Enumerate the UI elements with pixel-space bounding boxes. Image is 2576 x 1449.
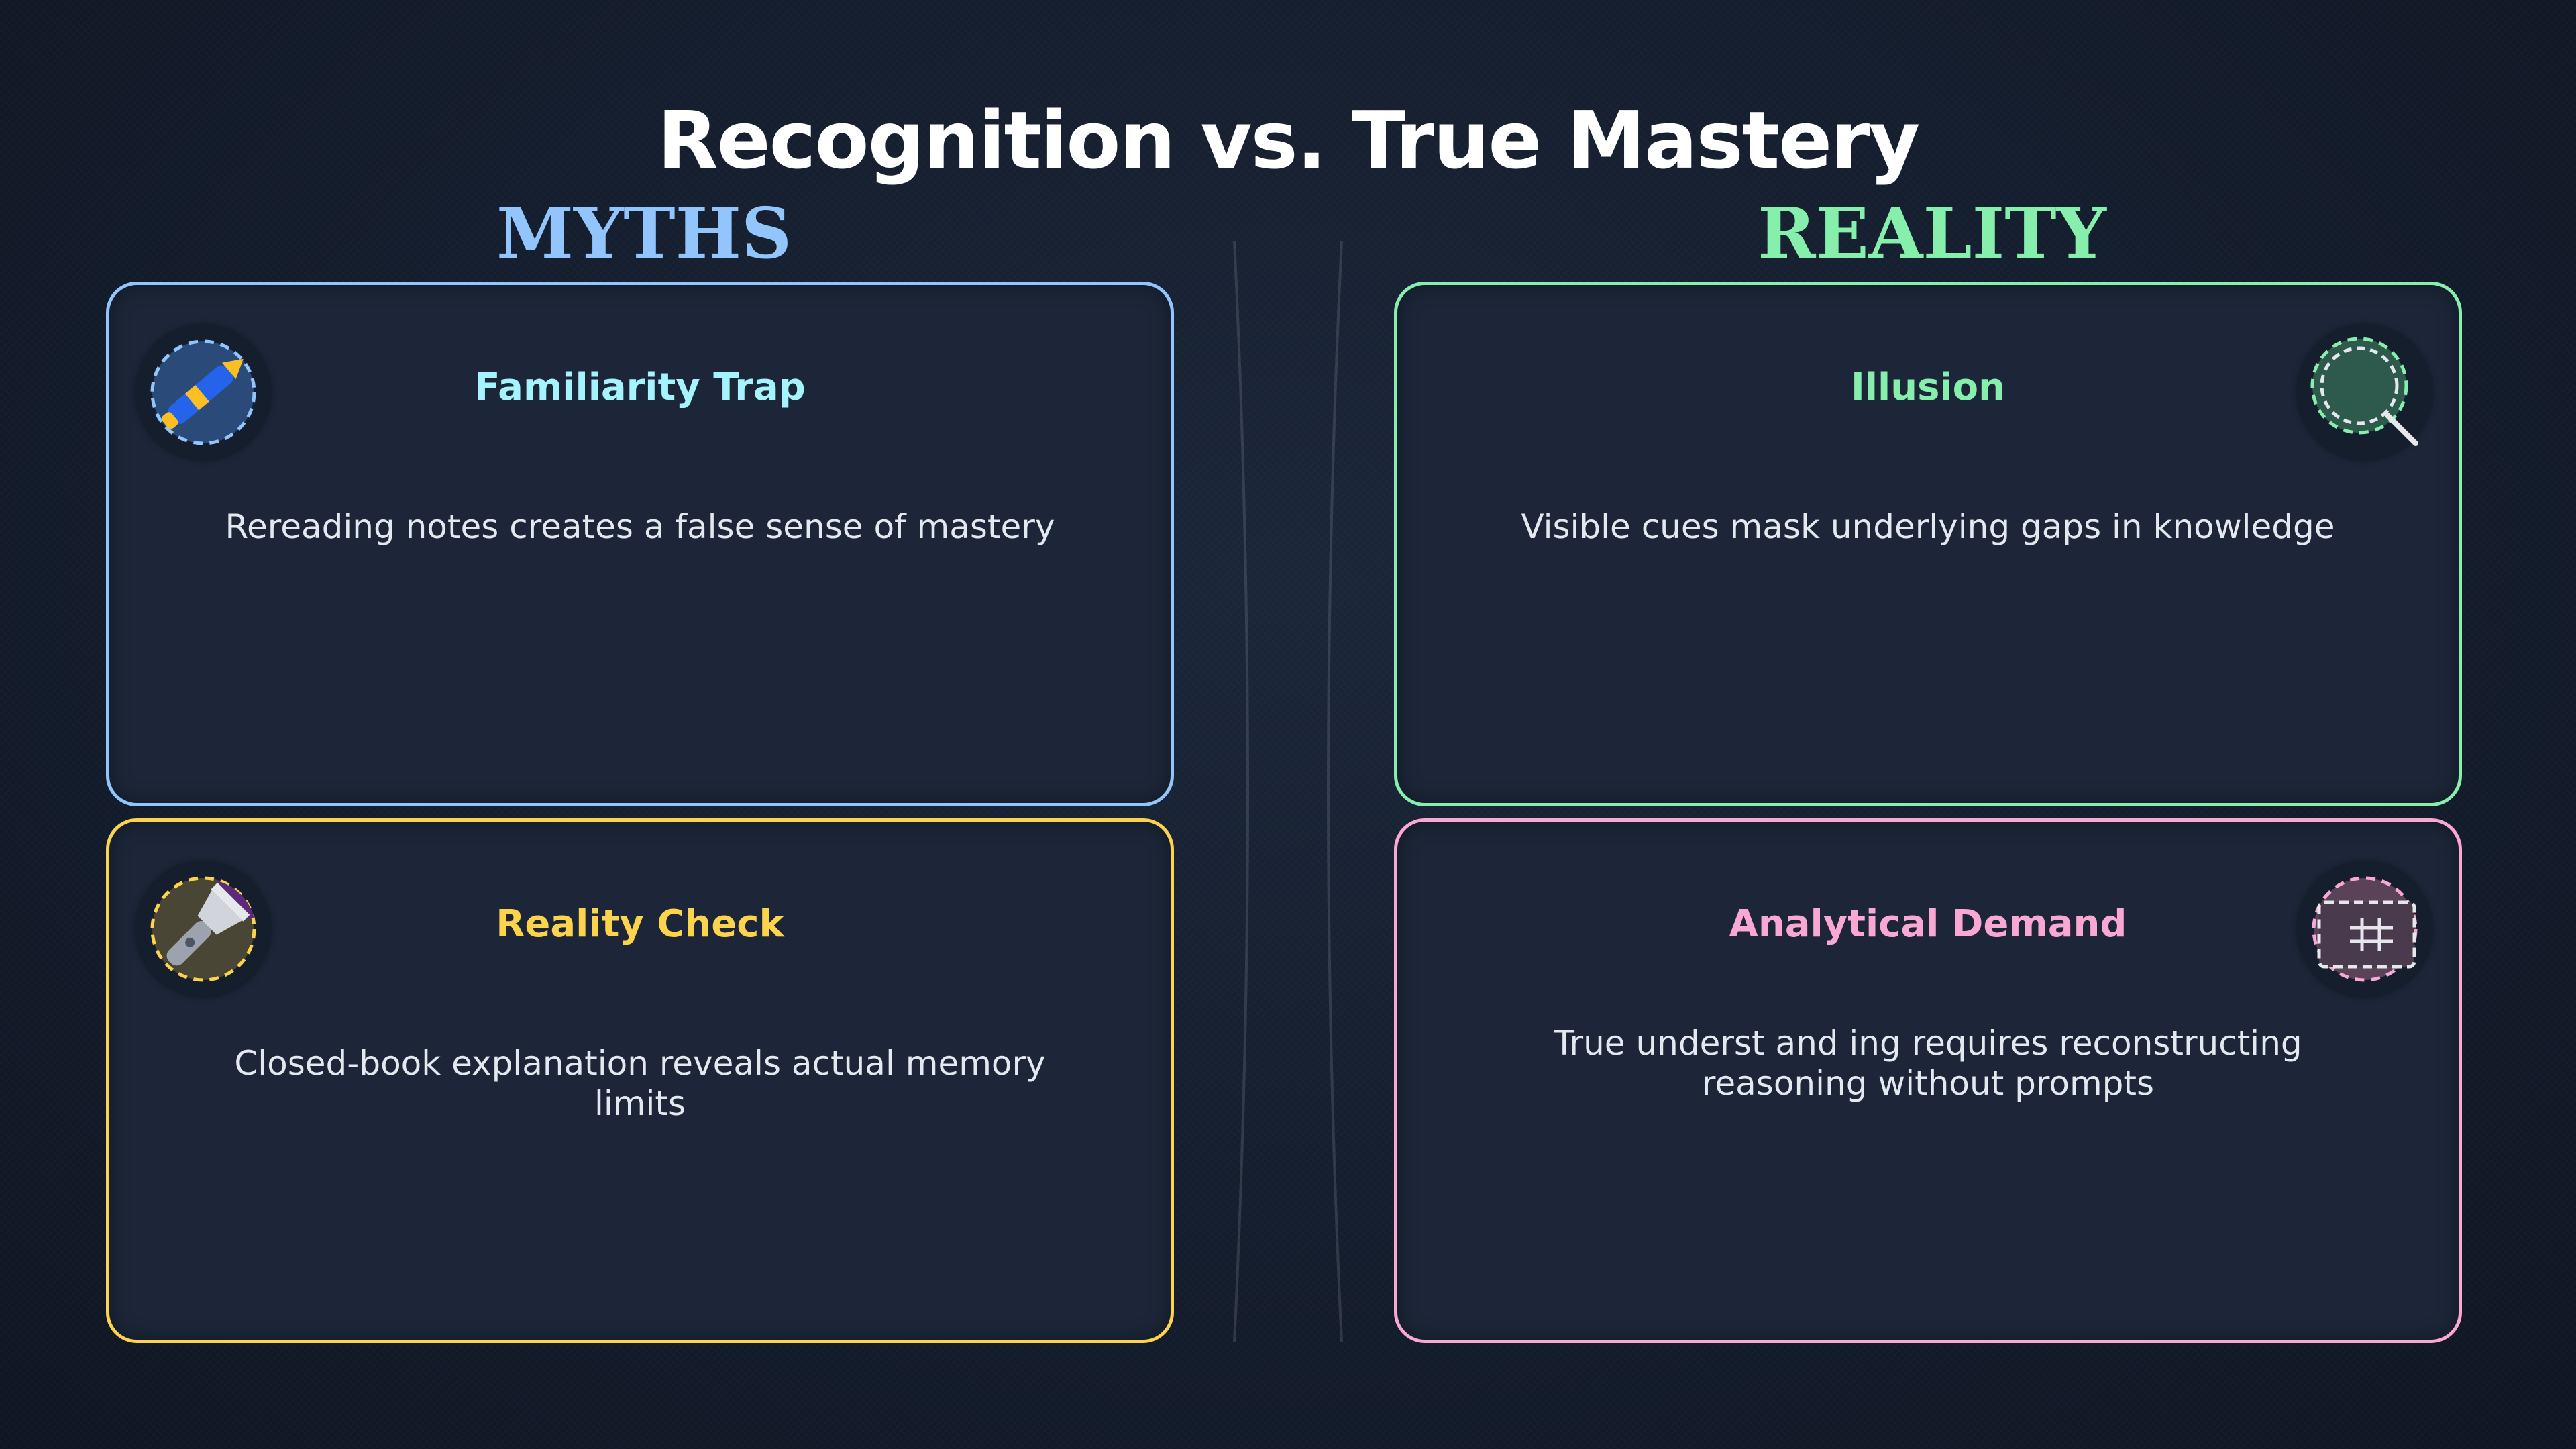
column-divider	[1233, 241, 1343, 1342]
card-title: Analytical Demand	[1729, 902, 2127, 946]
card-analytical-demand: Analytical Demand True underst and ing r…	[1394, 818, 2462, 1343]
page-title: Recognition vs. True Mastery	[657, 94, 1921, 186]
reality-heading: REALITY	[1758, 192, 2106, 274]
card-familiarity-trap: Familiarity Trap Rereading notes creates…	[106, 282, 1174, 806]
card-description: Visible cues mask underlying gaps in kno…	[1521, 507, 2335, 546]
card-illusion: Illusion Visible cues mask underlying ga…	[1394, 282, 2462, 806]
card-title: Familiarity Trap	[474, 366, 806, 409]
card-description: True underst and ing requires reconstruc…	[1554, 1024, 2302, 1103]
magnifier-icon	[2298, 325, 2432, 460]
flashlight-icon	[136, 862, 270, 996]
grid-icon	[2298, 862, 2432, 996]
card-description: Rereading notes creates a false sense of…	[225, 507, 1055, 546]
card-reality-check: Reality Check Closed-book explanation re…	[106, 818, 1174, 1343]
card-description: Closed-book explanation reveals actual m…	[234, 1044, 1046, 1123]
pen-icon	[136, 325, 270, 460]
card-title: Reality Check	[496, 902, 784, 946]
myths-heading: MYTHS	[496, 192, 792, 274]
card-title: Illusion	[1851, 366, 2005, 409]
